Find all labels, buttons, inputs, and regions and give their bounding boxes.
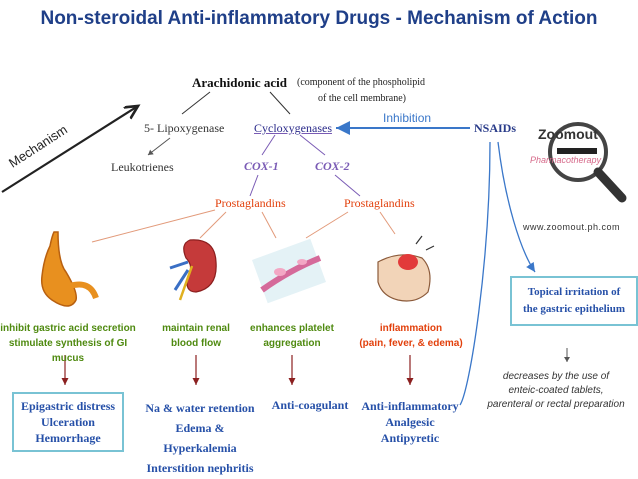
stomach-effect-1: Epigastric distress (20, 399, 116, 413)
decreases-note: decreases by the use of enteic-coated ta… (476, 370, 636, 412)
decreases-line2: enteic-coated tablets, (508, 385, 604, 396)
cox2-to-pg (334, 174, 361, 197)
stomach-function-line1: inhibit gastric acid secretion (0, 323, 136, 334)
nsaids-to-topical (497, 141, 536, 273)
arachidonic-to-lipoxygenase (181, 91, 211, 115)
inflammation-effect-1: Anti-inflammatory (361, 399, 459, 413)
platelet-function: enhances platelet aggregation (248, 321, 336, 351)
kidney-function-line1: maintain renal (162, 323, 230, 334)
platelet-function-line1: enhances platelet (250, 323, 334, 334)
stomach-function: inhibit gastric acid secretion stimulate… (0, 321, 136, 366)
watermark-url: www.zoomout.ph.com (523, 222, 621, 232)
kidney-function: maintain renal blood flow (150, 321, 242, 351)
pg2-to-inflam (379, 211, 396, 235)
kidney-effect-3: Interstition nephritis (146, 461, 254, 475)
prostaglandins-cox1: Prostaglandins (215, 196, 286, 210)
kidney-effect-2: Edema & Hyperkalemia (163, 421, 237, 455)
platelet-function-line2: aggregation (263, 338, 321, 349)
cox2-label: COX-2 (315, 159, 350, 173)
decreases-line3: parenteral or rectal preparation (487, 399, 625, 410)
inflammation-effect-3: Antipyretic (380, 431, 440, 445)
nsaids-to-antiinflammatory (459, 141, 491, 406)
inflammation-function-line1: inflammation (379, 323, 443, 334)
lipox-to-leuko (147, 137, 171, 156)
pg1-to-platelet (261, 211, 277, 239)
kidney-effect-1: Na & water retention (145, 401, 255, 415)
inhibition-label: Inhibition (383, 111, 432, 125)
kidney-function-line2: blood flow (171, 338, 221, 349)
arachidonic-to-cox (269, 91, 291, 115)
inflammation-effects: Anti-inflammatory Analgesic Antipyretic (358, 398, 462, 446)
prostaglandins-cox2: Prostaglandins (344, 196, 415, 210)
cox1-label: COX-1 (244, 159, 279, 173)
inflammation-effect-2: Analgesic (385, 415, 435, 429)
topical-irritation-box: Topical irritation of the gastric epithe… (510, 276, 638, 326)
pg1-to-stomach (91, 209, 216, 243)
page-title: Non-steroidal Anti-inflammatory Drugs - … (40, 8, 598, 29)
stomach-function-line2: stimulate synthesis of GI mucus (8, 338, 128, 364)
watermark-brand: Zoomout (538, 126, 598, 142)
arachidonic-note-1: (component of the phospholipid (297, 77, 426, 88)
nsaids-label: NSAIDs (474, 121, 517, 135)
kidney-effects: Na & water retention Edema & Hyperkalemi… (140, 398, 260, 478)
stomach-icon (40, 231, 99, 307)
platelet-effect-1: Anti-coagulant (271, 398, 349, 412)
arachidonic-note-2: of the cell membrane) (318, 93, 407, 104)
stomach-effects-box: Epigastric distress Ulceration Hemorrhag… (12, 392, 124, 452)
magnifier-icon (548, 122, 627, 203)
watermark-sub: Pharmacotherapy (530, 155, 602, 165)
pg2-to-platelet (305, 211, 349, 239)
cox1-to-pg (249, 174, 259, 197)
stomach-effect-3: Hemorrhage (35, 431, 101, 445)
cyclooxygenases: Cycloxygenases (254, 121, 332, 135)
leukotrienes: Leukotrienes (111, 160, 174, 174)
kidney-icon (169, 239, 217, 301)
topical-line2: the gastric epithelium (522, 303, 626, 315)
inflammation-function-line2: (pain, fever, & edema) (359, 338, 463, 349)
cox-to-cox2 (299, 134, 326, 156)
arachidonic-acid: Arachidonic acid (192, 75, 287, 90)
pg1-to-kidney (199, 211, 227, 239)
cox-to-cox1 (261, 134, 276, 156)
platelet-effects: Anti-coagulant (264, 398, 356, 413)
decreases-line1: decreases by the use of (502, 371, 610, 382)
stomach-effect-2: Ulceration (41, 415, 95, 429)
platelet-icon (252, 238, 326, 304)
inflammation-function: inflammation (pain, fever, & edema) (352, 321, 470, 351)
topical-line1: Topical irritation of (527, 286, 621, 298)
mechanism-arrow (1, 106, 138, 193)
lipoxygenase: 5- Lipoxygenase (144, 121, 225, 135)
inflamed-hand-icon (377, 235, 435, 302)
